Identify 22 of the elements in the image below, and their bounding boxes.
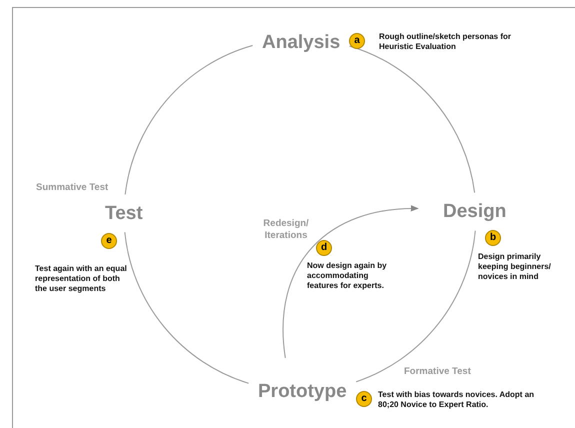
stage-label: Test xyxy=(105,204,143,223)
callout-badge: c xyxy=(356,391,372,407)
note-text: Rough outline/sketch personas for Heuristic Evaluation xyxy=(379,32,512,52)
cycle-arc xyxy=(356,230,476,382)
stage-label: Prototype xyxy=(258,382,347,401)
callout-badge: a xyxy=(349,33,365,49)
cycle-arc xyxy=(124,232,250,384)
note-text: Design primarily keeping beginners/ novices in mind xyxy=(478,252,552,282)
arrow xyxy=(282,206,419,358)
callout-badge: b xyxy=(485,230,501,246)
cycle-arc xyxy=(124,45,254,195)
callout-badge: d xyxy=(316,240,332,256)
phase-label: Summative Test xyxy=(36,182,108,194)
phase-label: Formative Test xyxy=(404,366,471,378)
note-text: Test with bias towards novices. Adopt an 80;20 Novice to Expert Ratio. xyxy=(378,390,536,410)
note-text: Now design again by accommodating features for experts. xyxy=(307,261,388,291)
stage-label: Analysis xyxy=(262,33,340,52)
cycle-arc xyxy=(349,46,476,194)
stage-label: Design xyxy=(443,202,506,221)
edge-label: Redesign/ Iterations xyxy=(262,218,310,242)
note-text: Test again with an equal representation of both the user segments xyxy=(35,264,128,294)
callout-badge: e xyxy=(101,233,117,249)
